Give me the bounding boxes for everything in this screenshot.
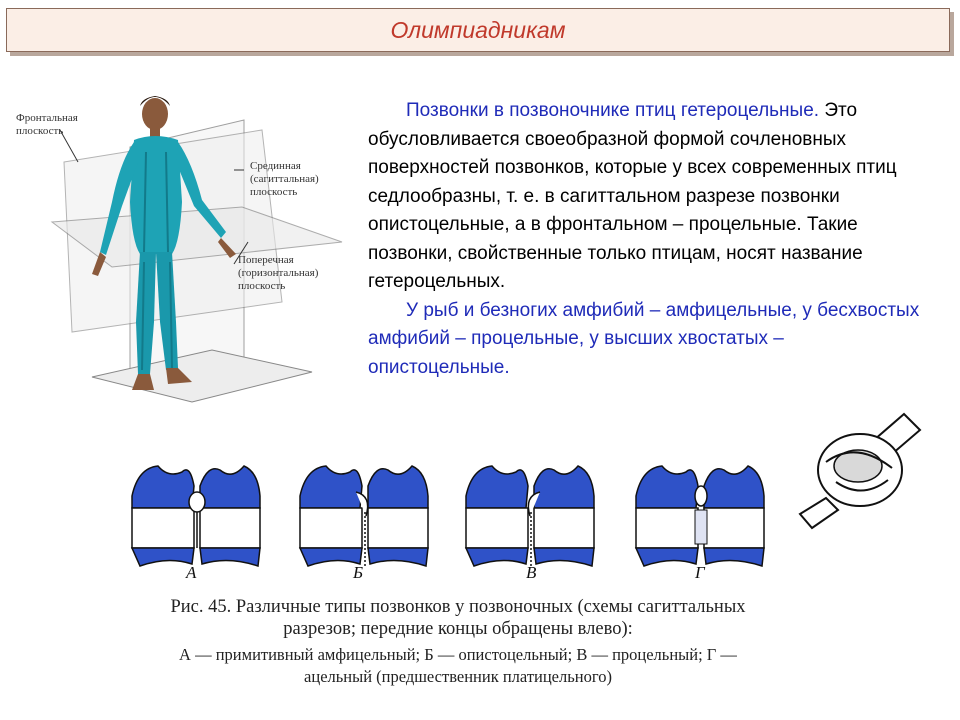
caption-line-3: А — примитивный амфицельный; Б — опистоц… xyxy=(179,645,737,664)
figure-caption: Рис. 45. Различные типы позвонков у позв… xyxy=(118,596,798,688)
paragraph-1: Позвонки в позвоночнике птиц гетероцельн… xyxy=(368,97,928,297)
vertebra-label-b: Б xyxy=(353,563,364,582)
frontal-plane-label: Фронтальная плоскость xyxy=(16,112,78,137)
paragraph-1-body: Это обусловливается своеобразной формой … xyxy=(368,100,897,292)
body-planes-illustration xyxy=(50,96,343,403)
header-bar: Олимпиадникам xyxy=(6,8,950,52)
paragraph-2-text: У рыб и безногих амфибий – амфицельные, … xyxy=(368,299,920,378)
vertebra-label-g: Г xyxy=(695,563,705,582)
vertebrae-illustration xyxy=(131,465,765,567)
body-planes-figure: Фронтальная плоскость Срединная (сагитта… xyxy=(12,92,362,407)
vertebra-label-a: А xyxy=(186,563,197,582)
vertebra-type-b xyxy=(299,465,429,567)
vertebrae-diagrams xyxy=(128,448,768,588)
transverse-plane-label: Поперечная (горизонтальная) плоскость xyxy=(238,254,319,292)
caption-line-4: ацельный (предшественник платицельного) xyxy=(304,667,612,686)
main-text: Позвонки в позвоночнике птиц гетероцельн… xyxy=(368,97,928,382)
median-plane-label: Срединная (сагиттальная) плоскость xyxy=(250,160,319,198)
vertebra-type-g xyxy=(635,465,765,567)
saddle-joint-figure xyxy=(796,410,926,535)
paragraph-1-lead: Позвонки в позвоночнике птиц гетероцельн… xyxy=(406,100,820,121)
page-title: Олимпиадникам xyxy=(390,16,566,43)
caption-line-1: Рис. 45. Различные типы позвонков у позв… xyxy=(170,597,746,617)
vertebra-type-a xyxy=(131,465,261,567)
saddle-joint-illustration xyxy=(798,412,922,530)
paragraph-2: У рыб и безногих амфибий – амфицельные, … xyxy=(368,297,928,383)
vertebra-type-v xyxy=(465,465,595,567)
vertebra-label-v: В xyxy=(526,563,537,582)
caption-line-2: разрезов; передние концы обращены влево)… xyxy=(283,619,633,639)
